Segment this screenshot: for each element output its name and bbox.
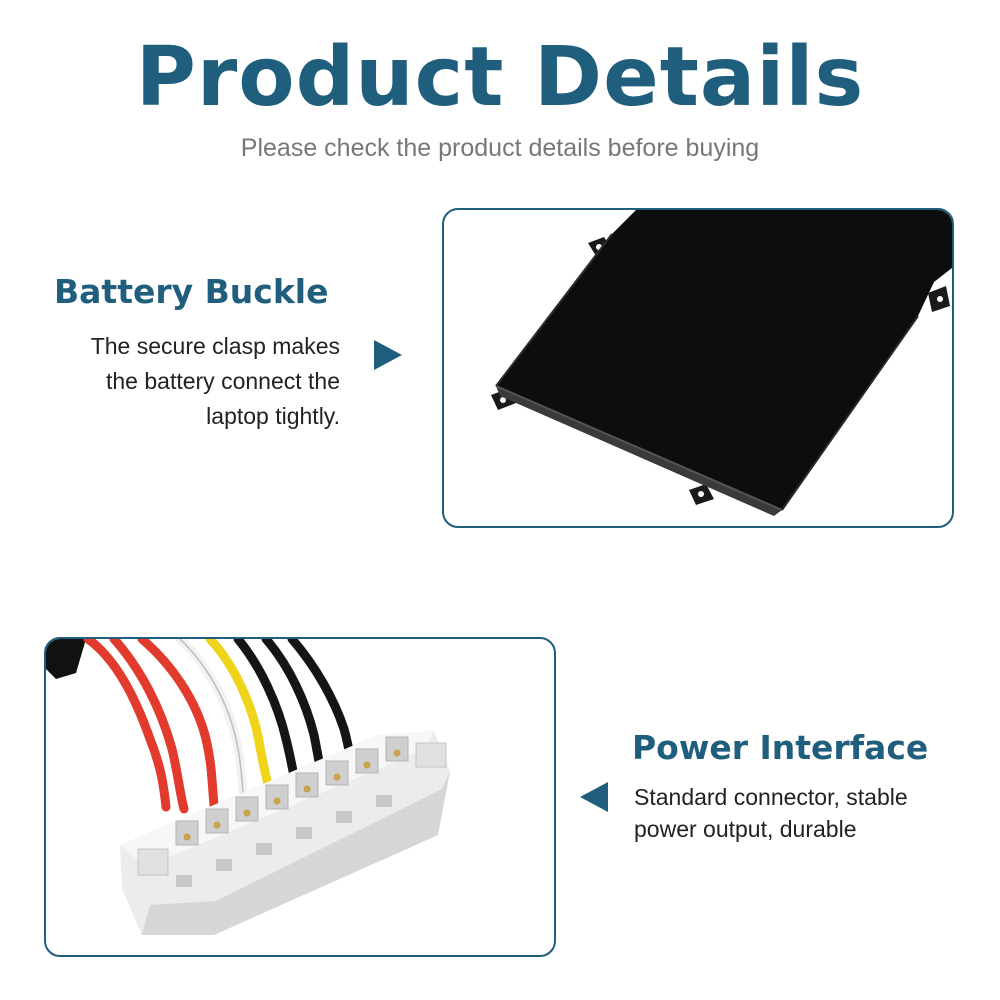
feature-heading: Battery Buckle (54, 272, 329, 311)
connector-photo (46, 639, 450, 935)
description-line: Standard connector, stable (634, 784, 908, 810)
arrow-right-icon (374, 340, 402, 370)
feature-description: The secure clasp makes the battery conne… (91, 329, 340, 434)
page-title: Product Details (135, 30, 865, 125)
feature-heading: Power Interface (632, 728, 929, 767)
feature-description: Standard connector, stable power output,… (634, 781, 908, 845)
battery-photo-panel (442, 208, 954, 528)
description-line: power output, durable (634, 816, 857, 842)
arrow-left-icon (580, 782, 608, 812)
description-line: laptop tightly. (206, 403, 340, 429)
battery-photo (491, 210, 952, 516)
connector-photo-panel (44, 637, 556, 957)
description-line: the battery connect the (106, 368, 340, 394)
description-line: The secure clasp makes (90, 333, 340, 359)
page-subtitle: Please check the product details before … (240, 134, 760, 162)
